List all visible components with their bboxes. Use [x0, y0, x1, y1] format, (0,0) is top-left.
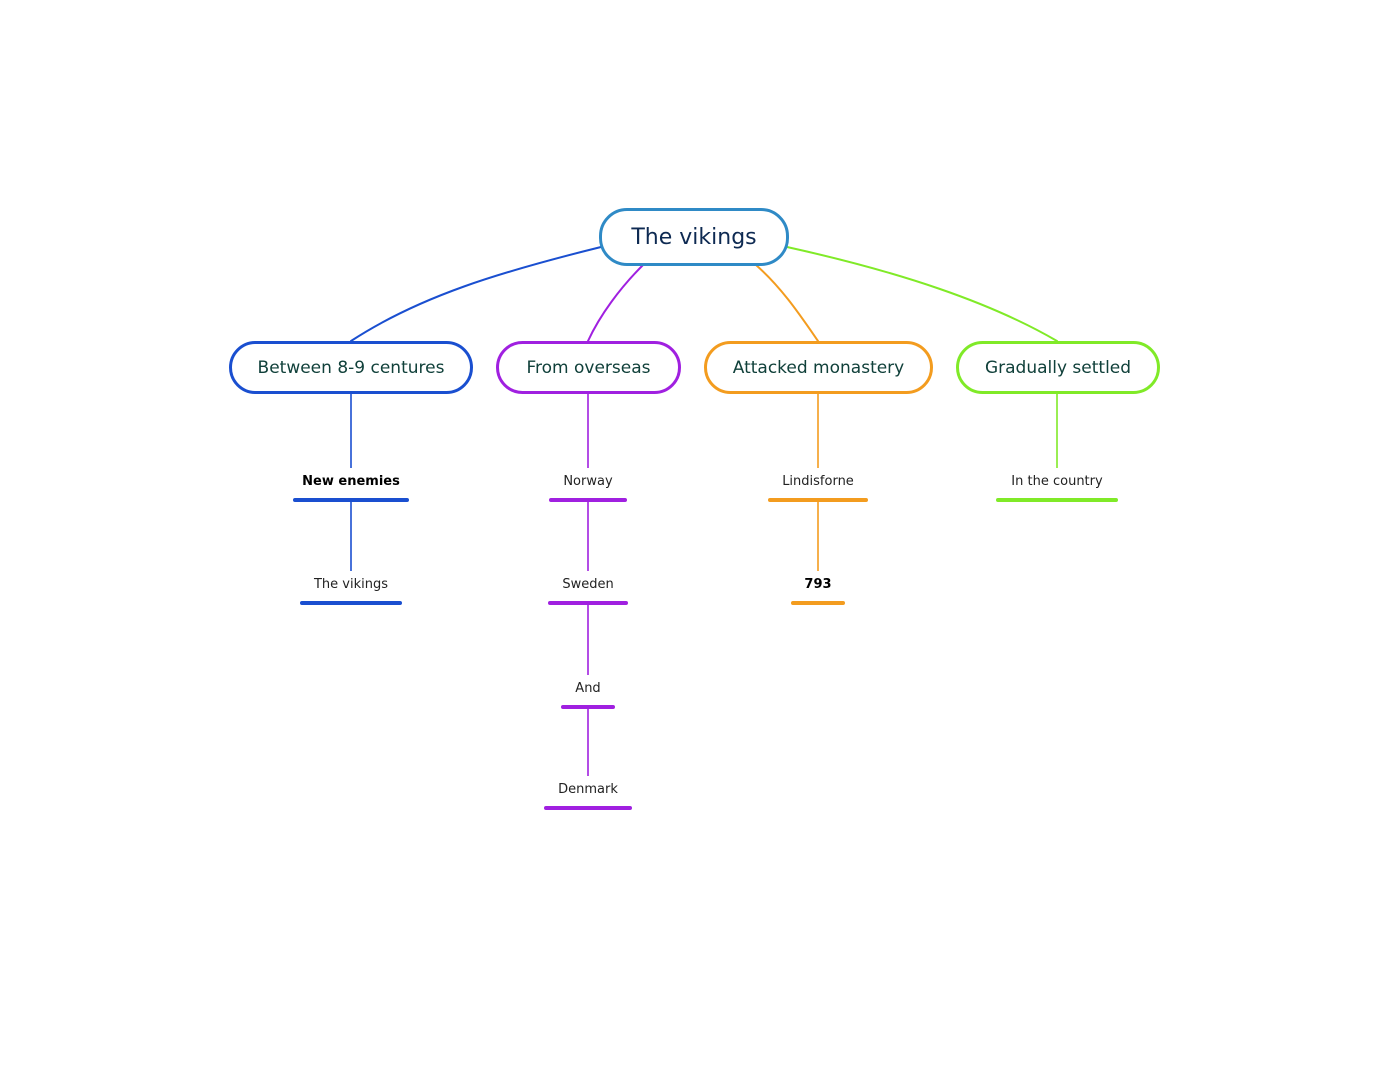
- leaf-topic[interactable]: And: [575, 681, 601, 696]
- branch-node-from-overseas[interactable]: From overseas: [496, 341, 681, 394]
- branch-node-gradually-settled[interactable]: Gradually settled: [956, 341, 1160, 394]
- leaf-topic[interactable]: New enemies: [302, 474, 400, 489]
- root-connector: [755, 264, 819, 342]
- root-connector: [786, 246, 1058, 342]
- leaf-topic[interactable]: Sweden: [562, 577, 614, 592]
- leaf-topic[interactable]: Norway: [563, 474, 613, 489]
- root-connector: [587, 264, 644, 342]
- branch-node-between-centuries[interactable]: Between 8-9 centures: [229, 341, 473, 394]
- leaf-topic[interactable]: Denmark: [558, 782, 618, 797]
- leaf-topic[interactable]: In the country: [1011, 474, 1103, 489]
- leaf-topic[interactable]: 793: [804, 577, 832, 592]
- root-node[interactable]: The vikings: [599, 208, 789, 266]
- root-connector: [350, 246, 602, 342]
- branch-node-attacked-monastery[interactable]: Attacked monastery: [704, 341, 933, 394]
- leaf-topic[interactable]: The vikings: [313, 577, 389, 592]
- leaf-topic[interactable]: Lindisforne: [782, 474, 854, 489]
